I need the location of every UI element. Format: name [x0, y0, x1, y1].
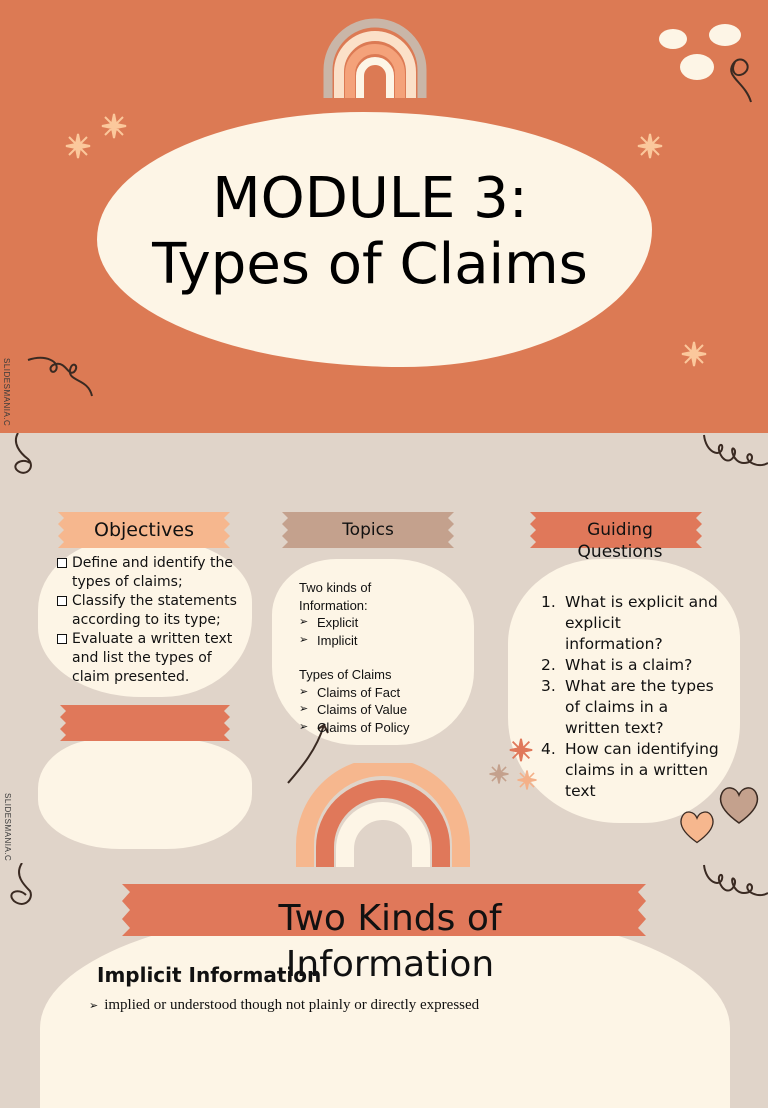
squiggle-icon [703, 864, 768, 897]
guiding-ribbon-bg [530, 512, 702, 548]
list-item: Define and identify the types of claims; [56, 554, 246, 592]
sparkle-icon [637, 133, 663, 159]
squiggle-icon [703, 434, 768, 467]
objectives-list: Define and identify the types of claims;… [56, 554, 246, 687]
slide-title: MODULE 3: Types of Claims [152, 166, 588, 297]
dots-icon [659, 24, 752, 103]
arrow-bullet-icon: ➢ [89, 1000, 99, 1012]
list-item: Claims of Policy [299, 719, 409, 737]
sparkle-icon [489, 764, 509, 784]
rainbow-icon [323, 18, 427, 98]
implicit-heading: Implicit Information [97, 963, 322, 987]
heart-icon [680, 811, 714, 844]
watermark: SLIDESMANIA.C [3, 793, 12, 862]
title-slide: MODULE 3: Types of Claims SLIDESMANIA.C [0, 0, 768, 433]
topics-group-title: Two kinds of Information: [299, 580, 372, 613]
list-item: Explicit [299, 614, 409, 632]
squiggle-icon [14, 433, 32, 474]
list-item: Implicit [299, 632, 409, 650]
objectives-ribbon-lower [60, 705, 230, 741]
info-ribbon-bg [122, 884, 646, 936]
guiding-questions-list: 1.What is explicit and explicit informat… [541, 592, 721, 802]
objectives-blob-lower [38, 739, 252, 849]
list-item: 3.What are the types of claims in a writ… [541, 677, 714, 737]
topics-heading: Topics [342, 520, 394, 540]
guiding-heading: Guiding Questions [577, 520, 663, 562]
topics-group-title: Types of Claims [299, 667, 392, 682]
list-item: 1.What is explicit and explicit informat… [541, 593, 718, 653]
sparkle-icon [101, 113, 127, 139]
objectives-heading: Objectives [94, 519, 194, 541]
topics-list: Two kinds of Information: Explicit Impli… [299, 579, 409, 736]
objectives-blob [38, 539, 252, 697]
sparkle-icon [65, 133, 91, 159]
list-item: Classify the statements according to its… [56, 592, 246, 630]
list-item: Claims of Fact [299, 684, 409, 702]
list-item: 4.How can identifying claims in a writte… [541, 740, 719, 800]
squiggle-icon [27, 356, 93, 397]
section-title: Two Kinds of Information [278, 898, 502, 985]
sparkle-icon [517, 770, 537, 790]
list-item: 2.What is a claim? [541, 656, 693, 674]
sparkle-icon [509, 738, 533, 762]
watermark: SLIDESMANIA.C [2, 358, 11, 427]
rainbow-icon [296, 763, 470, 867]
sparkle-icon [681, 341, 707, 367]
topics-ribbon-bg [282, 512, 454, 548]
list-item: Claims of Value [299, 701, 409, 719]
heart-icon [719, 787, 759, 824]
objectives-ribbon-bg [58, 512, 230, 548]
guiding-blob [508, 559, 740, 823]
squiggle-icon [10, 863, 32, 905]
implicit-bullet: ➢implied or understood though not plainl… [89, 997, 480, 1013]
title-blob [97, 112, 652, 367]
list-item: Evaluate a written text and list the typ… [56, 630, 246, 687]
